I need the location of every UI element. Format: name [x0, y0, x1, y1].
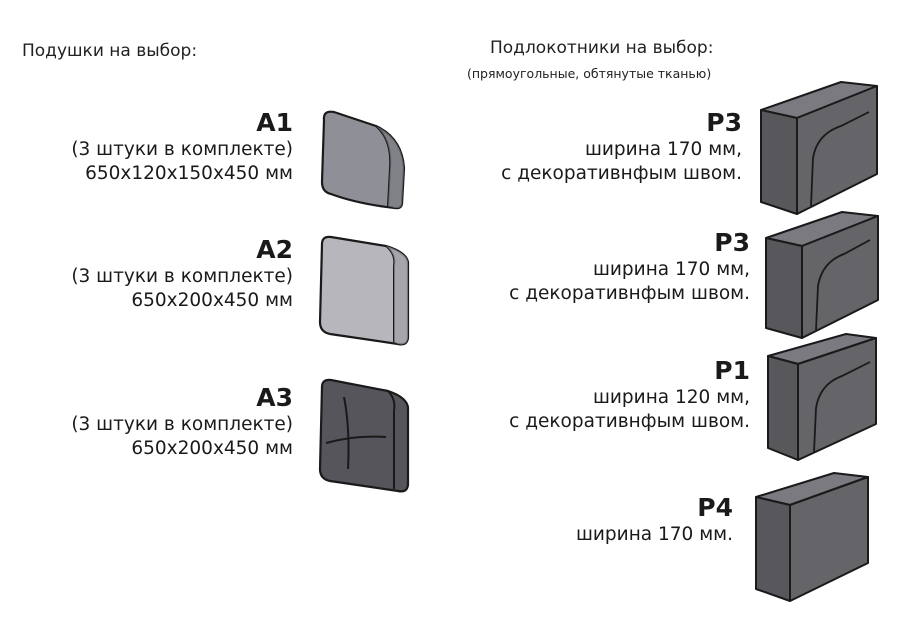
armrest-1-shape	[760, 81, 878, 215]
cushion-dimensions: 650х200х450 мм	[131, 438, 293, 459]
armrest-3-shape	[767, 333, 877, 461]
cushion-a1-shape	[320, 110, 406, 210]
cushion-code: A1	[256, 108, 293, 137]
cushions-title: Подушки на выбор:	[22, 41, 198, 61]
armrests-title: Подлокотники на выбор:	[490, 38, 714, 58]
armrest-code: Р4	[697, 493, 733, 522]
armrest-1: Р3 ширина 170 мм, с декоративнфым швом.	[501, 108, 742, 186]
cushion-dimensions: 650х120х150х450 мм	[85, 163, 293, 184]
armrest-width: ширина 170 мм,	[584, 139, 742, 160]
cushion-a3-shape	[318, 378, 410, 493]
cushion-code: A3	[256, 383, 293, 412]
armrest-4: Р4 ширина 170 мм.	[576, 493, 733, 547]
armrest-width: ширина 120 мм,	[592, 387, 750, 408]
cushion-note: (3 штуки в комплекте)	[71, 139, 293, 160]
armrest-note: с декоративнфым швом.	[509, 411, 750, 432]
armrest-code: Р1	[714, 356, 750, 385]
armrest-2: Р3 ширина 170 мм, с декоративнфым швом.	[509, 228, 750, 306]
armrest-width: ширина 170 мм.	[575, 524, 733, 545]
armrest-width: ширина 170 мм,	[592, 259, 750, 280]
armrest-2-shape	[765, 211, 879, 339]
armrest-note: с декоративнфым швом.	[509, 283, 750, 304]
armrests-subtitle: (прямоугольные, обтянутые тканью)	[467, 66, 712, 81]
cushion-note: (3 штуки в комплекте)	[71, 414, 293, 435]
cushion-a2-shape	[318, 235, 410, 346]
cushion-a2: A2 (3 штуки в комплекте) 650х200х450 мм	[71, 235, 293, 313]
cushion-a1: A1 (3 штуки в комплекте) 650х120х150х450…	[71, 108, 293, 186]
armrest-code: Р3	[706, 108, 742, 137]
cushion-note: (3 штуки в комплекте)	[71, 266, 293, 287]
armrest-4-shape	[755, 472, 869, 602]
armrest-note: с декоративнфым швом.	[501, 163, 742, 184]
armrest-code: Р3	[714, 228, 750, 257]
cushion-a3: A3 (3 штуки в комплекте) 650х200х450 мм	[71, 383, 293, 461]
cushion-code: A2	[256, 235, 293, 264]
armrest-3: Р1 ширина 120 мм, с декоративнфым швом.	[509, 356, 750, 434]
cushion-dimensions: 650х200х450 мм	[131, 290, 293, 311]
